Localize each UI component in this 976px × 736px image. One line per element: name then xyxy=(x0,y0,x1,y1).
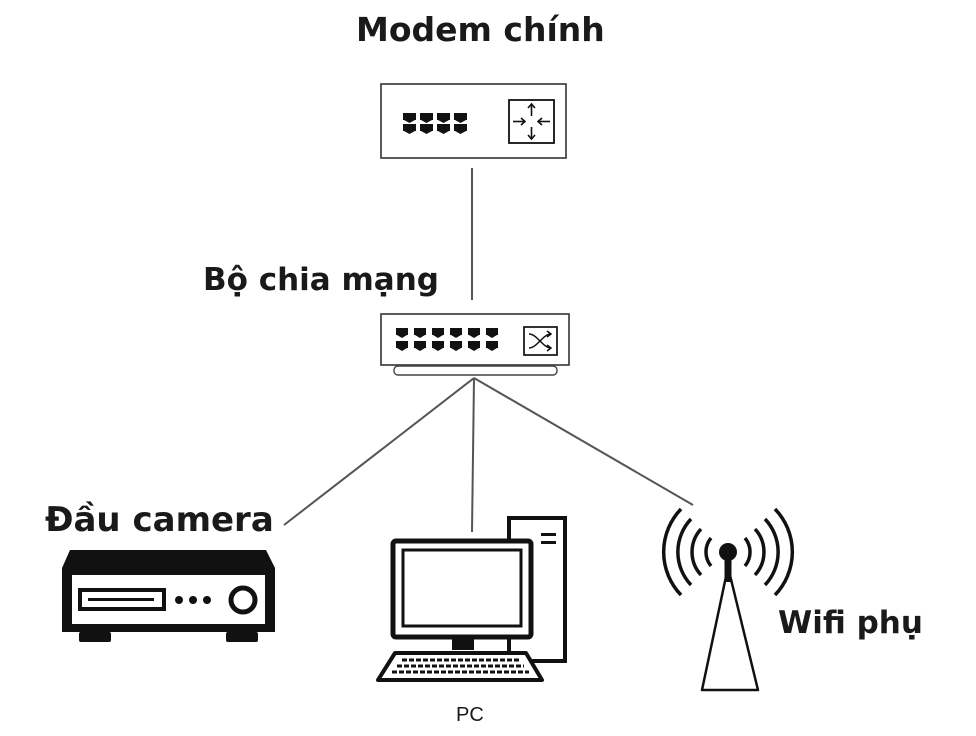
wifi-waves xyxy=(661,507,795,597)
switch-ports xyxy=(396,328,498,351)
switch-pc-link xyxy=(471,377,475,533)
dvr-label: Đầu camera xyxy=(45,500,274,540)
desktop-computer-icon xyxy=(376,516,567,682)
switch-label: Bộ chia mạng xyxy=(203,262,439,298)
dvr-recorder-icon xyxy=(62,550,275,642)
connections xyxy=(283,168,694,533)
switch-wifi-link xyxy=(473,377,694,506)
router-ports xyxy=(403,113,467,134)
router-icon xyxy=(380,83,567,159)
shuffle-icon xyxy=(523,326,558,356)
network-switch-icon xyxy=(380,313,570,376)
modem-label: Modem chính xyxy=(356,10,605,49)
wifi-label: Wifi phụ xyxy=(778,605,923,641)
pc-label: PC xyxy=(456,704,484,726)
keyboard-keys xyxy=(392,658,529,674)
wifi-antenna-icon xyxy=(661,507,795,692)
router-arrows-icon xyxy=(508,99,555,144)
switch-dvr-link xyxy=(283,377,475,526)
